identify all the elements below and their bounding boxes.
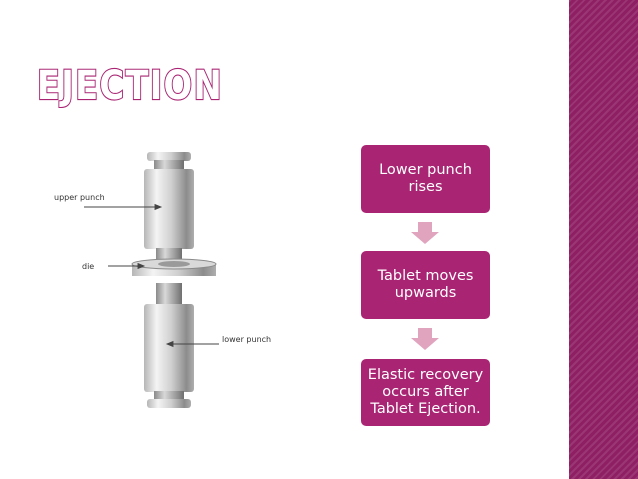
lower-punch <box>144 283 194 408</box>
upper-punch-label: upper punch <box>54 193 105 202</box>
down-arrow-icon <box>411 328 439 350</box>
flow-step-elastic-recovery: Elastic recovery occurs after Tablet Eje… <box>361 359 490 426</box>
upper-punch <box>144 152 194 260</box>
slide-title-text: EJECTION <box>37 63 223 108</box>
lower-punch-label: lower punch <box>222 335 271 344</box>
slide-title: EJECTION <box>34 56 234 108</box>
flow-step-tablet-moves-upwards: Tablet moves upwards <box>361 251 490 319</box>
flow-step-text: Elastic recovery occurs after Tablet Eje… <box>367 367 484 417</box>
flow-step-text: Lower punch rises <box>379 162 472 195</box>
flow-step-lower-punch-rises: Lower punch rises <box>361 145 490 213</box>
callout-lines <box>84 203 219 348</box>
down-arrow-icon <box>411 222 439 244</box>
decorative-side-strip <box>569 0 638 479</box>
flow-step-text: Tablet moves upwards <box>377 268 474 301</box>
die-label: die <box>82 262 94 271</box>
die-plate <box>131 258 217 276</box>
punch-die-illustration: upper punch die lower punch <box>44 140 276 416</box>
